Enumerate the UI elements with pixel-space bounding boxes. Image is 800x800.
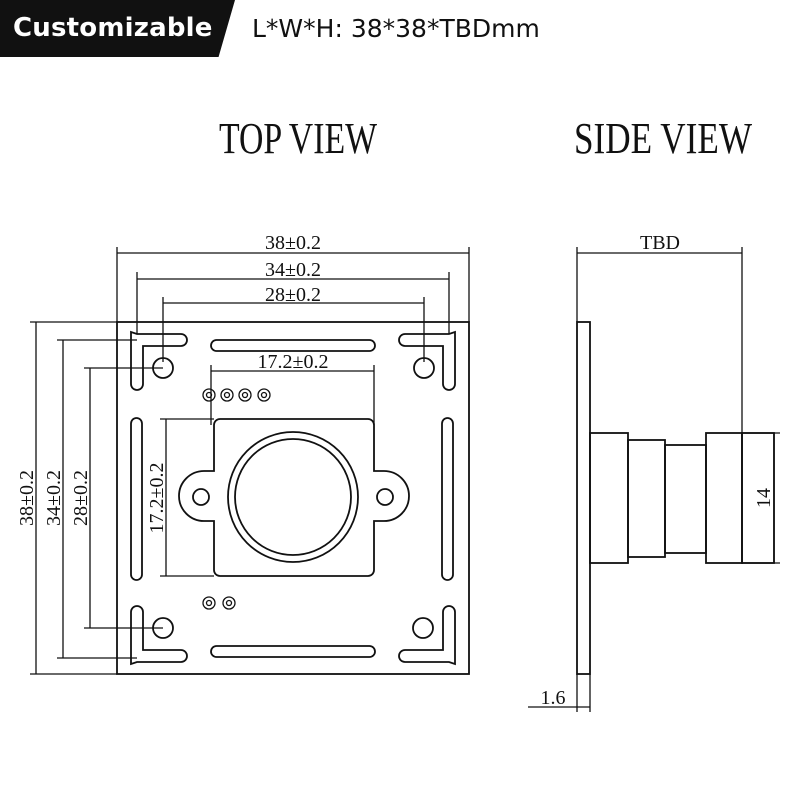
side-pcb-plate (576, 321, 591, 675)
dim-width-outer-label: 38±0.2 (265, 232, 321, 254)
holder-screw-left (192, 488, 210, 506)
corner-slot-br (398, 605, 456, 666)
dim-width-mid-label: 34±0.2 (265, 259, 321, 281)
side-lens-base (589, 432, 629, 564)
dim-width-outer (116, 247, 470, 322)
dim-height-mid (57, 339, 137, 659)
dim-side-length (576, 247, 743, 433)
dim-height-mid-label: 34±0.2 (43, 470, 65, 526)
corner-slot-bl (130, 605, 188, 666)
lens-holder-flange (178, 418, 410, 577)
slot-top (210, 339, 376, 352)
connector-pads-top (202, 388, 271, 402)
side-lens-front (705, 432, 743, 564)
dim-side-thickness-label: 1.6 (541, 687, 566, 709)
holder-screw-right (376, 488, 394, 506)
side-lens-barrel (664, 444, 707, 554)
dim-height-inner-label: 28±0.2 (70, 470, 92, 526)
dim-width-inner-label: 28±0.2 (265, 284, 321, 306)
corner-slot-tl (130, 330, 188, 391)
board-outline (116, 321, 470, 675)
lens-inner-ring (234, 438, 352, 556)
dim-height-outer (30, 321, 117, 675)
dim-side-length-label: TBD (640, 232, 680, 254)
customizable-banner (0, 0, 235, 57)
dim-width-inner (162, 297, 425, 362)
dim-side-diameter (742, 432, 780, 564)
side-view-title: SIDE VIEW (574, 114, 752, 163)
dim-lens-width-label: 17.2±0.2 (258, 351, 329, 373)
top-view: 38±0.2 34±0.2 28±0.2 17.2±0.2 38±0.2 (16, 232, 470, 675)
connector-pads-bottom (202, 596, 236, 610)
slot-left (130, 417, 143, 581)
dimensions-label: L*W*H: 38*38*TBDmm (252, 14, 540, 43)
dim-lens-height-label: 17.2±0.2 (146, 463, 168, 534)
lens-outer-ring (227, 431, 359, 563)
slot-right (441, 417, 454, 581)
customizable-badge: Customizable (13, 13, 213, 43)
side-view: TBD 14 1.6 (528, 232, 780, 712)
top-view-title: TOP VIEW (219, 114, 377, 163)
dim-height-inner (84, 367, 163, 629)
dim-side-thickness (528, 674, 591, 712)
mount-hole-br (412, 617, 434, 639)
dim-width-mid (136, 272, 450, 334)
side-lens-holder (627, 439, 666, 558)
slot-bottom (210, 645, 376, 658)
dim-side-diameter-label: 14 (753, 488, 775, 508)
dim-height-outer-label: 38±0.2 (16, 470, 38, 526)
corner-slot-tr (398, 330, 456, 391)
dim-lens-height (160, 418, 214, 577)
dim-lens-width (210, 365, 375, 425)
